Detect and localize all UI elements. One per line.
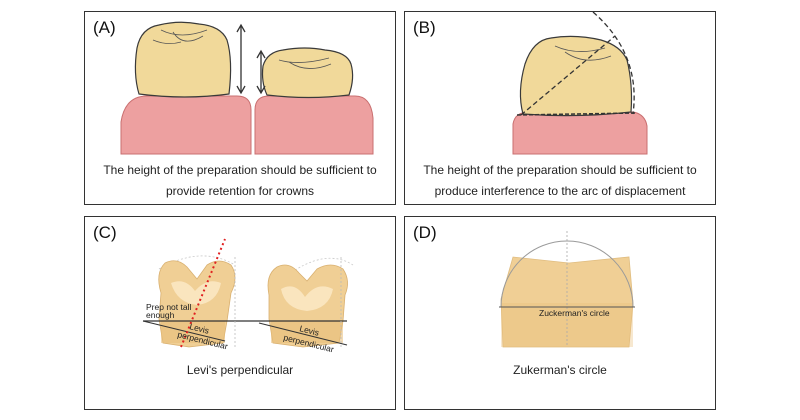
zuckermans-circle <box>500 240 634 308</box>
gingiva-left <box>120 95 252 155</box>
panel-caption: The height of the preparation should be … <box>103 163 377 198</box>
retention-height-diagram <box>120 21 374 155</box>
levis-line-left <box>142 320 226 342</box>
levis-label-left: Levis <box>189 321 211 336</box>
panel-label: (A) <box>93 18 116 37</box>
margin-line <box>516 112 636 116</box>
prep-not-tall-label: enough <box>146 310 175 320</box>
gingiva-right <box>254 95 374 155</box>
levis-perpendicular-diagram: Prep not tall enough Levis perpendicular… <box>142 238 354 354</box>
zuckermans-circle-diagram: Zuckerman's circle <box>499 231 635 348</box>
panel-caption: Zukerman's circle <box>513 363 607 377</box>
panel-label: (C) <box>93 223 117 242</box>
chord-line <box>520 35 616 116</box>
displacement-arc-diagram <box>512 12 648 155</box>
prep-not-tall-label: Prep not tall <box>146 302 191 312</box>
tooth <box>519 35 633 117</box>
tall-tooth <box>134 21 232 98</box>
panel-label: (D) <box>413 223 437 242</box>
panel-caption: The height of the preparation should be … <box>423 163 697 198</box>
height-arrow-tall <box>236 23 246 95</box>
zuckermans-circle-label: Zuckerman's circle <box>539 308 610 318</box>
height-arrow-short <box>256 49 266 95</box>
panel-b: (B) The height of the preparation should… <box>404 11 716 205</box>
panel-label: (B) <box>413 18 436 37</box>
panel-caption: Levi's perpendicular <box>186 363 294 377</box>
levis-label-right: Levis <box>299 323 321 338</box>
panel-c: (C) Prep not tall enough Levis perpendic… <box>84 216 396 410</box>
levis-line-right <box>258 322 348 346</box>
short-tooth <box>261 47 354 99</box>
arc-of-displacement <box>592 12 635 115</box>
panel-a: (A) The height of the preparation should… <box>84 11 396 205</box>
panel-d: (D) Zuckerman's circle Zukerman's circle <box>404 216 716 410</box>
gingiva <box>512 111 648 155</box>
